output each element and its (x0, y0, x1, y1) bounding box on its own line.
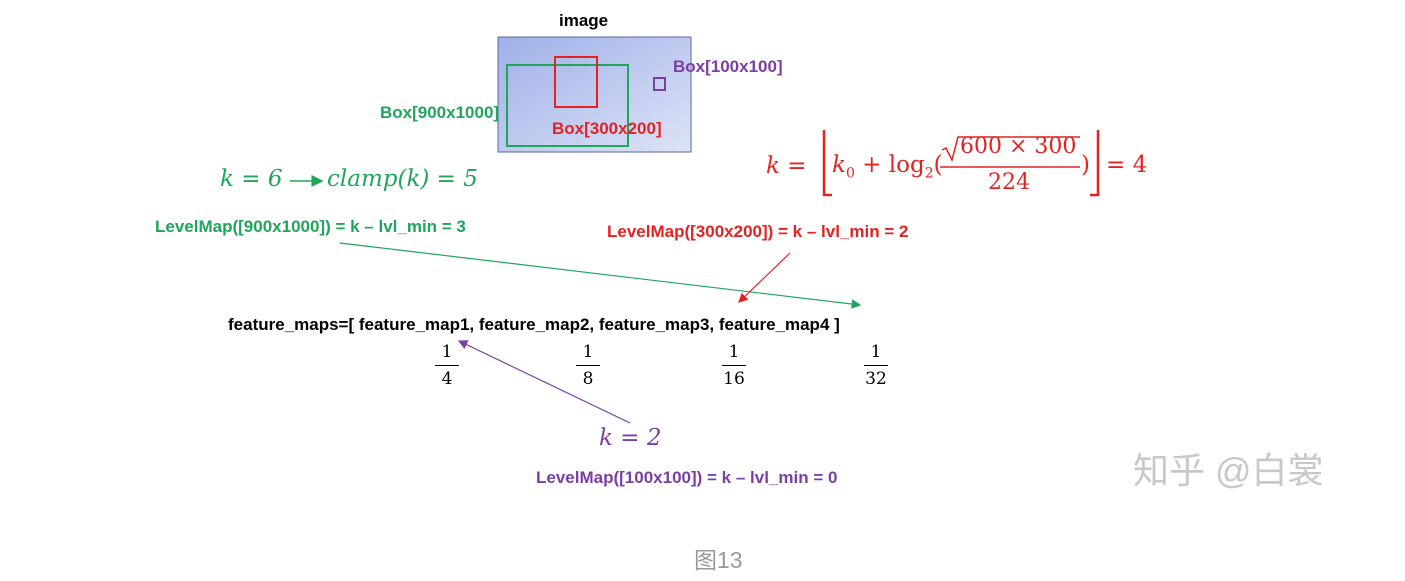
levelmap-purple: LevelMap([100x100]) = k – lvl_min = 0 (536, 468, 838, 487)
box-large-label: Box[900x1000] (380, 103, 500, 122)
figure-caption: 图13 (694, 547, 743, 573)
k0-sub: 0 (845, 165, 855, 182)
red-eq-rhs: = 4 (1106, 152, 1148, 178)
floor-bracket-right (1090, 130, 1100, 197)
red-eq-lhs: k = (766, 153, 807, 179)
red-equation: k = (766, 152, 807, 179)
box-medium-label: Box[300x200] (552, 119, 662, 138)
log: + log (862, 152, 925, 178)
green-eq-lhs: k = 6 (220, 166, 283, 192)
red-eq-body: k0 + log2( (832, 152, 943, 182)
box-300x200 (554, 56, 598, 108)
sqrt-sign (941, 136, 1080, 163)
k0: k (832, 152, 846, 178)
green-arrow (339, 242, 862, 309)
red-eq-numerator: 600 × 300 (960, 134, 1077, 159)
box-100x100 (653, 77, 666, 91)
box-small-label: Box[100x100] (673, 57, 783, 76)
watermark: 知乎 @白裳 (1133, 450, 1324, 491)
levelmap-green: LevelMap([900x1000]) = k – lvl_min = 3 (155, 217, 466, 236)
floor-bracket-left (822, 130, 832, 197)
red-eq-denominator: 224 (988, 170, 1030, 195)
purple-arrow (457, 340, 631, 424)
red-eq-close-paren: ) (1081, 152, 1090, 178)
image-title: image (559, 11, 609, 30)
box-900x1000 (506, 64, 629, 147)
red-arrow (738, 252, 791, 303)
purple-eq: k = 2 (599, 425, 662, 451)
green-eq-rhs: clamp(k) = 5 (327, 166, 478, 192)
log-sub: 2 (924, 165, 934, 182)
levelmap-red: LevelMap([300x200]) = k – lvl_min = 2 (607, 222, 909, 241)
feature-maps-line: feature_maps=[ feature_map1, feature_map… (228, 315, 840, 334)
